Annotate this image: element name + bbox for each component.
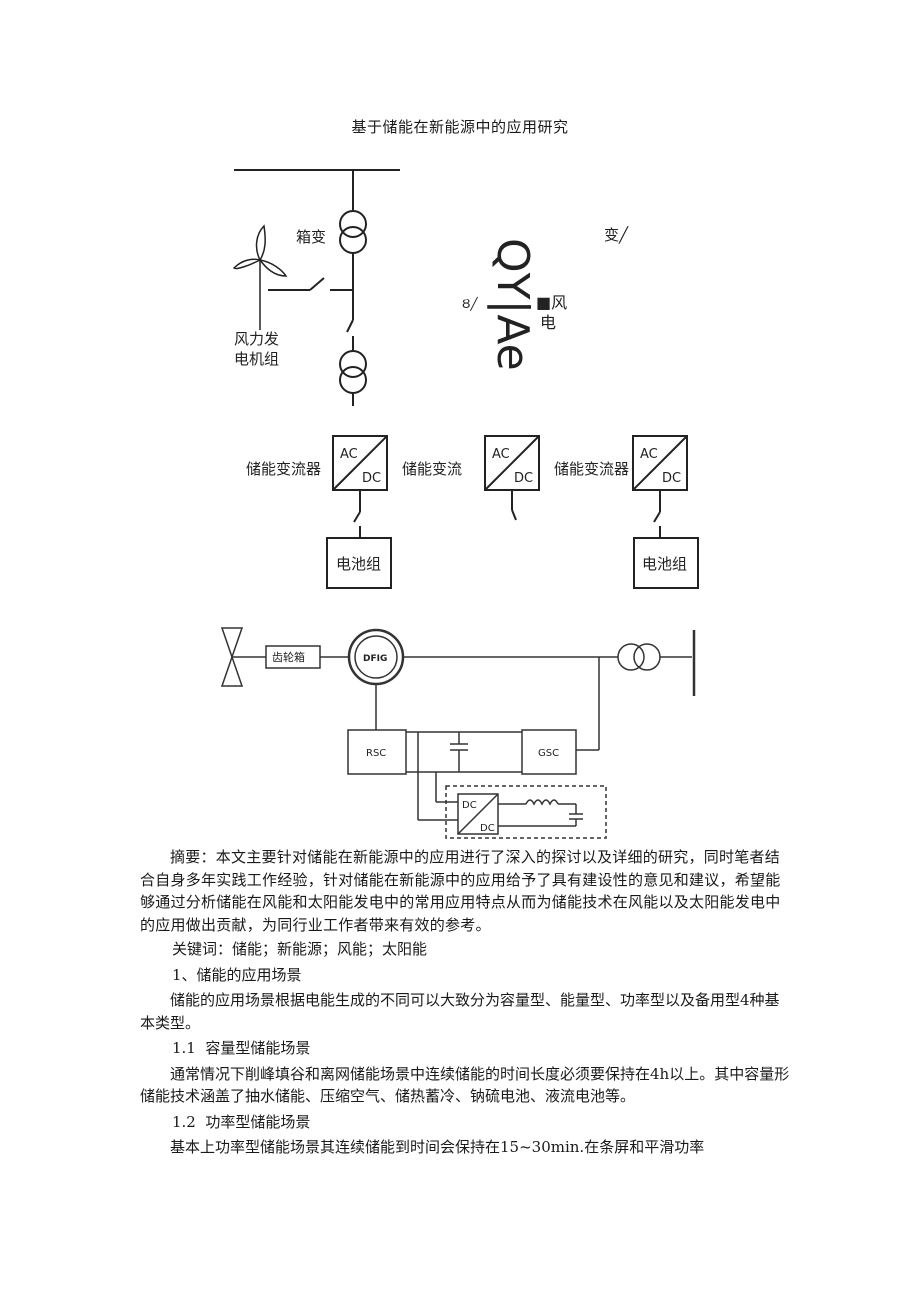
converter-label-mid: 储能变流 [402, 460, 462, 478]
garbled-left-label: Ȣ╱ [462, 296, 478, 311]
wind-generator-label-1: 风力发 [234, 330, 279, 348]
section-1-heading: 1、储能的应用场景 [172, 965, 302, 984]
gsc-label: GSC [538, 748, 559, 759]
dc-bottom-label: DC [480, 823, 495, 834]
ac-label-left: AC [340, 447, 358, 462]
dfig-label: DFIG [363, 654, 387, 664]
garbled-rotated-text: QY|Ae [487, 238, 538, 371]
rsc-label: RSC [366, 748, 386, 759]
box-transformer-label: 箱变 [296, 228, 326, 246]
garbled-top-label: 变╱ [604, 226, 629, 244]
garbled-mark-label: ■风 [536, 293, 567, 312]
wind-generator-label-2: 电机组 [234, 350, 279, 368]
article-body: 摘要：本文主要针对储能在新能源中的应用进行了深入的探讨以及详细的研究，同时笔者结… [140, 846, 794, 1159]
section-1-1-heading: 1.1 容量型储能场景 [172, 1039, 311, 1057]
ac-label-mid: AC [492, 447, 510, 462]
converter-label-right: 储能变流器 [554, 460, 629, 478]
storage-converter-diagram: 储能变流器 AC DC 电池组 储能变流 AC DC 储能变流器 AC DC 电… [246, 435, 699, 589]
wind-turbine-icon [232, 224, 288, 277]
dc-top-label: DC [462, 800, 477, 811]
section-1-2-paragraph: 基本上功率型储能场景其连续储能到时间会保持在15~30min.在条屏和平滑功率 [170, 1138, 705, 1156]
garbled-elec-label: 电 [540, 313, 556, 332]
section-1-1-paragraph: 通常情况下削峰填谷和离网储能场景中连续储能的时间长度必须要保持在4h以上。其中容… [140, 1064, 790, 1106]
blade-icon [220, 627, 244, 660]
gearbox-label: 齿轮箱 [272, 650, 305, 664]
battery-label-right: 电池组 [642, 555, 687, 573]
dc-label-left: DC [362, 471, 381, 486]
keywords-line: 关键词：储能；新能源；风能；太阳能 [172, 940, 428, 958]
abstract-paragraph: 摘要：本文主要针对储能在新能源中的应用进行了深入的探讨以及详细的研究，同时笔者结… [140, 848, 781, 934]
wind-transformer-diagram: 箱变 风力发 电机组 变╱ QY|Ae ■风 电 Ȣ╱ [232, 169, 629, 406]
dc-label-mid: DC [514, 471, 533, 486]
document-title: 基于储能在新能源中的应用研究 [351, 118, 569, 136]
converter-label-left: 储能变流器 [246, 460, 321, 478]
dc-label-right: DC [662, 471, 681, 486]
inductor-icon [525, 799, 559, 806]
dfig-system-diagram: 齿轮箱 DFIG RSC GSC DC DC [220, 627, 696, 839]
section-1-2-heading: 1.2 功率型储能场景 [172, 1112, 311, 1131]
ac-label-right: AC [640, 447, 658, 462]
battery-label-left: 电池组 [336, 555, 381, 573]
section-1-paragraph: 储能的应用场景根据电能生成的不同可以大致分为容量型、能量型、功率型以及备用型4种… [140, 991, 780, 1032]
